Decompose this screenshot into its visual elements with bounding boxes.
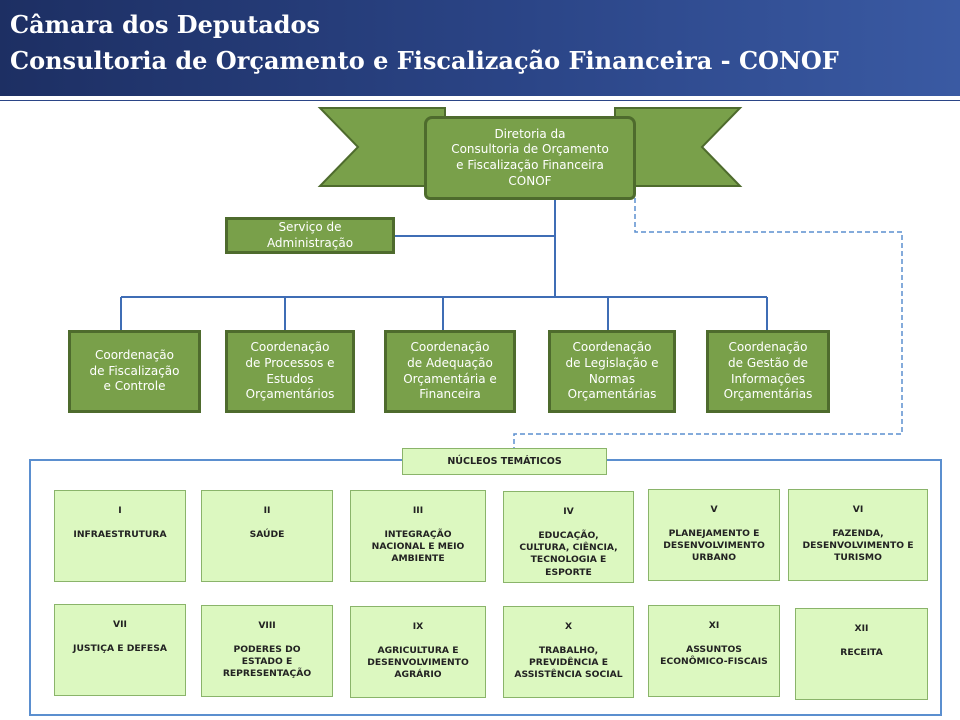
coordination-box-5: Coordenação de Gestão de Informações Orç… — [706, 330, 830, 413]
nucleus-name: PLANEJAMENTO E DESENVOLVIMENTO URBANO — [663, 528, 765, 564]
nucleus-number: IV — [563, 506, 574, 517]
nucleus-box-3: III INTEGRAÇÃO NACIONAL E MEIO AMBIENTE — [350, 490, 486, 582]
nucleus-number: XI — [708, 620, 720, 631]
nuclei-title-box: NÚCLEOS TEMÁTICOS — [402, 448, 607, 475]
nucleus-name: RECEITA — [840, 647, 883, 659]
nucleus-name: FAZENDA, DESENVOLVIMENTO E TURISMO — [802, 528, 914, 564]
coordination-box-1: Coordenação de Fiscalização e Controle — [68, 330, 201, 413]
nucleus-number: VIII — [258, 620, 276, 631]
coordination-label: Coordenação de Adequação Orçamentária e … — [403, 339, 497, 402]
nuclei-title: NÚCLEOS TEMÁTICOS — [447, 456, 562, 467]
nucleus-box-1: I INFRAESTRUTURA — [54, 490, 186, 582]
nucleus-box-10: X TRABALHO, PREVIDÊNCIA E ASSISTÊNCIA SO… — [503, 606, 634, 698]
directorate-label: Diretoria da Consultoria de Orçamento e … — [451, 126, 609, 188]
nucleus-box-5: V PLANEJAMENTO E DESENVOLVIMENTO URBANO — [648, 489, 780, 581]
ribbon-left — [317, 107, 446, 187]
nucleus-box-4: IV EDUCAÇÃO, CULTURA, CIÊNCIA, TECNOLOGI… — [503, 491, 634, 583]
nucleus-number: II — [263, 505, 271, 516]
service-box: Serviço de Administração — [225, 217, 395, 254]
coordination-box-3: Coordenação de Adequação Orçamentária e … — [384, 330, 516, 413]
coordination-label: Coordenação de Gestão de Informações Orç… — [723, 339, 813, 402]
coordination-box-4: Coordenação de Legislação e Normas Orçam… — [548, 330, 676, 413]
nucleus-box-11: XI ASSUNTOS ECONÔMICO-FISCAIS — [648, 605, 780, 697]
nucleus-name: JUSTIÇA E DEFESA — [73, 643, 167, 655]
nucleus-name: SAÚDE — [249, 529, 285, 541]
service-label: Serviço de Administração — [266, 219, 354, 250]
nucleus-number: V — [710, 504, 718, 515]
nucleus-name: AGRICULTURA E DESENVOLVIMENTO AGRÁRIO — [367, 645, 469, 681]
nucleus-number: VI — [852, 504, 864, 515]
header-banner: Câmara dos Deputados Consultoria de Orça… — [0, 0, 960, 96]
nucleus-box-9: IX AGRICULTURA E DESENVOLVIMENTO AGRÁRIO — [350, 606, 486, 698]
header-rule-thick — [0, 96, 960, 98]
nucleus-name: ASSUNTOS ECONÔMICO-FISCAIS — [660, 644, 768, 668]
nucleus-number: III — [412, 505, 424, 516]
nucleus-name: TRABALHO, PREVIDÊNCIA E ASSISTÊNCIA SOCI… — [514, 645, 623, 681]
header-title: Câmara dos Deputados — [10, 10, 321, 39]
header-subtitle: Consultoria de Orçamento e Fiscalização … — [10, 46, 839, 75]
nucleus-number: X — [564, 621, 573, 632]
coordination-label: Coordenação de Processos e Estudos Orçam… — [245, 339, 335, 402]
coordination-box-2: Coordenação de Processos e Estudos Orçam… — [225, 330, 355, 413]
nucleus-number: VII — [113, 619, 127, 630]
nucleus-name: EDUCAÇÃO, CULTURA, CIÊNCIA, TECNOLOGIA E… — [519, 530, 618, 578]
nucleus-number: XII — [854, 623, 869, 634]
nucleus-name: PODERES DO ESTADO E REPRESENTAÇÃO — [222, 644, 312, 680]
nucleus-box-2: II SAÚDE — [201, 490, 333, 582]
nucleus-name: INTEGRAÇÃO NACIONAL E MEIO AMBIENTE — [371, 529, 465, 565]
nucleus-number: I — [118, 505, 122, 516]
connector-dashed-nuclei — [513, 198, 903, 450]
coordination-label: Coordenação de Fiscalização e Controle — [89, 347, 180, 394]
nucleus-box-6: VI FAZENDA, DESENVOLVIMENTO E TURISMO — [788, 489, 928, 581]
nucleus-name: INFRAESTRUTURA — [73, 529, 167, 541]
nucleus-number: IX — [412, 621, 424, 632]
header-rule-thin — [0, 100, 960, 101]
nucleus-box-7: VII JUSTIÇA E DEFESA — [54, 604, 186, 696]
nucleus-box-8: VIII PODERES DO ESTADO E REPRESENTAÇÃO — [201, 605, 333, 697]
directorate-box: Diretoria da Consultoria de Orçamento e … — [424, 116, 636, 200]
coordination-label: Coordenação de Legislação e Normas Orçam… — [565, 339, 659, 402]
nucleus-box-12: XII RECEITA — [795, 608, 928, 700]
